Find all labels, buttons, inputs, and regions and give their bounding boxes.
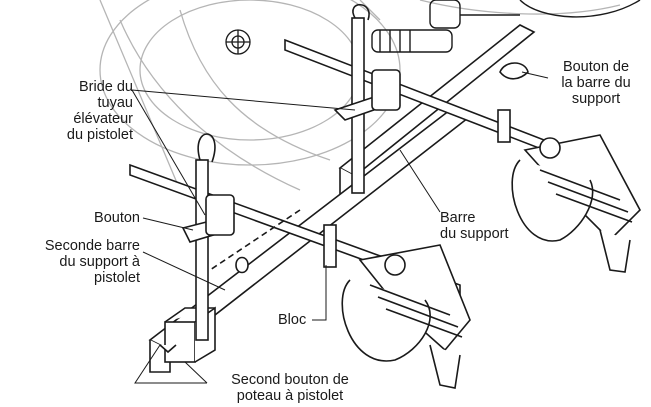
spray-gun-rear <box>511 134 641 273</box>
second-bouton-label: Second bouton de poteau à pistolet <box>231 372 349 404</box>
bar-knob-icon <box>499 62 529 80</box>
hose-fitting <box>371 0 641 53</box>
bride-label: Bride du tuyau élévateur du pistolet <box>66 79 133 143</box>
clamps <box>159 62 529 354</box>
second-post-block <box>164 321 196 363</box>
seconde-barre-label: Seconde barre du support à pistolet <box>44 238 140 286</box>
leader-lines <box>131 71 549 384</box>
rear-bloc <box>497 109 511 143</box>
gun-post-front <box>195 159 209 341</box>
second-knob-icon <box>159 344 177 354</box>
bouton-label: Bouton <box>94 210 140 226</box>
bloc-block <box>323 224 337 268</box>
barre-support-label: Barre du support <box>440 210 509 242</box>
spray-gun-front <box>341 244 471 389</box>
bloc-label: Bloc <box>278 312 307 328</box>
hub-icon <box>225 29 251 55</box>
background-machine <box>99 0 621 191</box>
bouton-barre-label: Bouton de la barre du support <box>561 59 631 107</box>
